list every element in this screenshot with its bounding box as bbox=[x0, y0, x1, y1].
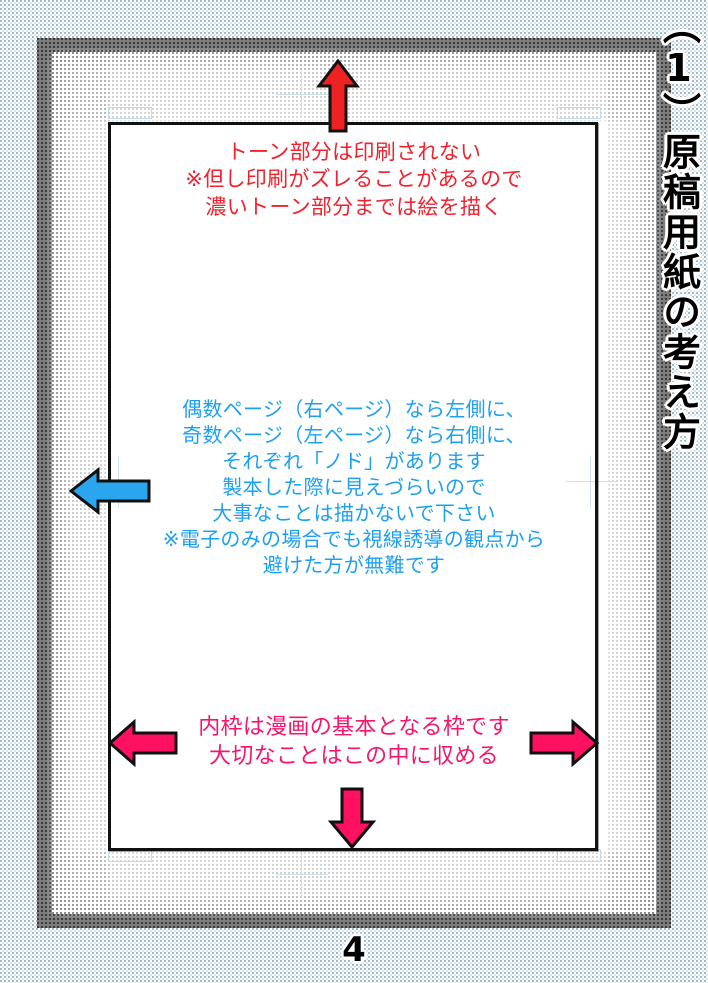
arrow-left-pink-icon bbox=[107, 718, 179, 772]
arrow-left-blue-icon bbox=[68, 466, 152, 520]
annotation-top-note: トーン部分は印刷されない ※但し印刷がズレることがあるので 濃いトーン部分までは… bbox=[185, 140, 523, 219]
arrow-down-pink-icon bbox=[326, 786, 378, 854]
arrow-right-pink-icon bbox=[528, 718, 600, 772]
registration-crosshair-bottom-horizontal bbox=[276, 874, 328, 875]
crop-mark-tab-top-left bbox=[108, 107, 152, 119]
arrow-up-red-icon bbox=[315, 58, 361, 138]
page-number: 4 bbox=[342, 930, 366, 970]
crop-mark-tab-top-right bbox=[557, 107, 601, 119]
